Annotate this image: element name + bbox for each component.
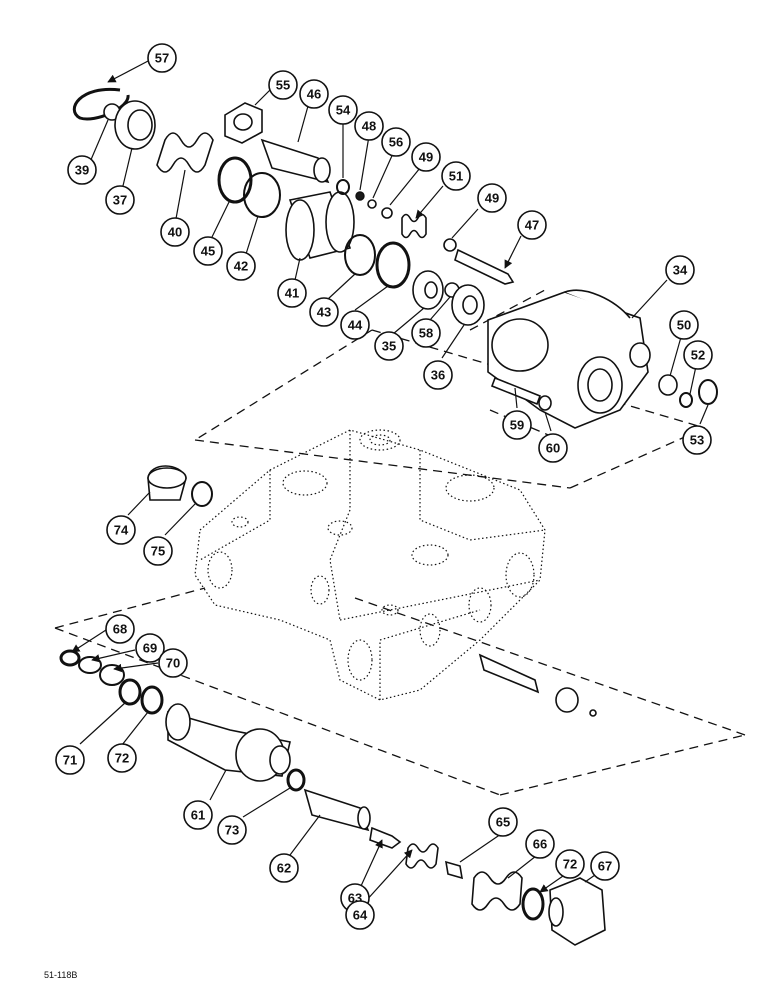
callout: 64 [345, 900, 375, 930]
svg-text:58: 58 [419, 326, 433, 341]
svg-text:35: 35 [382, 339, 396, 354]
callout: 60 [538, 433, 568, 463]
callout: 73 [217, 815, 247, 845]
callout: 43 [309, 297, 339, 327]
svg-text:75: 75 [151, 544, 165, 559]
svg-text:64: 64 [353, 908, 368, 923]
callout: 71 [55, 745, 85, 775]
svg-text:48: 48 [362, 119, 376, 134]
callout: 35 [374, 331, 404, 361]
svg-text:42: 42 [234, 259, 248, 274]
svg-text:60: 60 [546, 441, 560, 456]
callout-leaders [71, 59, 709, 903]
svg-text:34: 34 [673, 263, 688, 278]
svg-text:52: 52 [691, 348, 705, 363]
callout: 49 [411, 142, 441, 172]
callout: 45 [193, 236, 223, 266]
svg-text:55: 55 [276, 78, 290, 93]
callouts: 57 55 46 54 48 56 49 51 49 47 39 37 40 4… [55, 43, 713, 930]
svg-text:45: 45 [201, 244, 215, 259]
svg-text:41: 41 [285, 286, 299, 301]
callout: 55 [268, 70, 298, 100]
callout: 46 [299, 79, 329, 109]
svg-text:43: 43 [317, 305, 331, 320]
callout: 57 [147, 43, 177, 73]
callout: 68 [105, 614, 135, 644]
callout: 65 [488, 807, 518, 837]
callout: 49 [477, 183, 507, 213]
svg-text:51: 51 [449, 169, 463, 184]
lower-components [59, 649, 606, 946]
svg-text:49: 49 [419, 150, 433, 165]
callout: 74 [106, 515, 136, 545]
svg-text:59: 59 [510, 418, 524, 433]
callout: 72 [107, 743, 137, 773]
svg-text:53: 53 [690, 433, 704, 448]
svg-text:40: 40 [168, 225, 182, 240]
svg-text:50: 50 [677, 318, 691, 333]
callout: 34 [665, 255, 695, 285]
callout: 51 [441, 161, 471, 191]
callout: 37 [105, 185, 135, 215]
callout: 63 [340, 883, 370, 913]
svg-text:46: 46 [307, 87, 321, 102]
svg-text:44: 44 [348, 318, 363, 333]
callout: 48 [354, 111, 384, 141]
callout: 69 [135, 633, 165, 663]
svg-text:61: 61 [191, 808, 205, 823]
svg-text:49: 49 [485, 191, 499, 206]
callout: 70 [158, 648, 188, 678]
svg-text:72: 72 [115, 751, 129, 766]
svg-text:37: 37 [113, 193, 127, 208]
callout: 61 [183, 800, 213, 830]
svg-text:74: 74 [114, 523, 129, 538]
svg-text:68: 68 [113, 622, 127, 637]
callout: 62 [269, 853, 299, 883]
middle-left-components [147, 465, 213, 507]
callout: 58 [411, 318, 441, 348]
svg-text:36: 36 [431, 368, 445, 383]
callout: 39 [67, 155, 97, 185]
svg-text:65: 65 [496, 815, 510, 830]
callout: 72 [555, 849, 585, 879]
svg-text:39: 39 [75, 163, 89, 178]
callout: 50 [669, 310, 699, 340]
callout: 44 [340, 310, 370, 340]
callout: 52 [683, 340, 713, 370]
callout: 36 [423, 360, 453, 390]
callout: 67 [590, 851, 620, 881]
callout: 59 [502, 410, 532, 440]
svg-text:54: 54 [336, 103, 351, 118]
svg-text:56: 56 [389, 135, 403, 150]
drawing-reference: 51-118B [44, 970, 77, 980]
svg-text:72: 72 [563, 857, 577, 872]
callout: 47 [517, 210, 547, 240]
callout: 53 [682, 425, 712, 455]
svg-text:62: 62 [277, 861, 291, 876]
svg-text:57: 57 [155, 51, 169, 66]
svg-text:47: 47 [525, 218, 539, 233]
callout: 41 [277, 278, 307, 308]
svg-text:71: 71 [63, 753, 77, 768]
svg-text:66: 66 [533, 837, 547, 852]
callout: 75 [143, 536, 173, 566]
housing-34 [487, 289, 651, 429]
callout: 66 [525, 829, 555, 859]
upper-components [72, 87, 718, 411]
callout: 54 [328, 95, 358, 125]
callout: 56 [381, 127, 411, 157]
svg-text:73: 73 [225, 823, 239, 838]
svg-text:69: 69 [143, 641, 157, 656]
svg-text:70: 70 [166, 656, 180, 671]
svg-text:67: 67 [598, 859, 612, 874]
callout: 42 [226, 251, 256, 281]
callout: 40 [160, 217, 190, 247]
valve-body [194, 429, 546, 701]
